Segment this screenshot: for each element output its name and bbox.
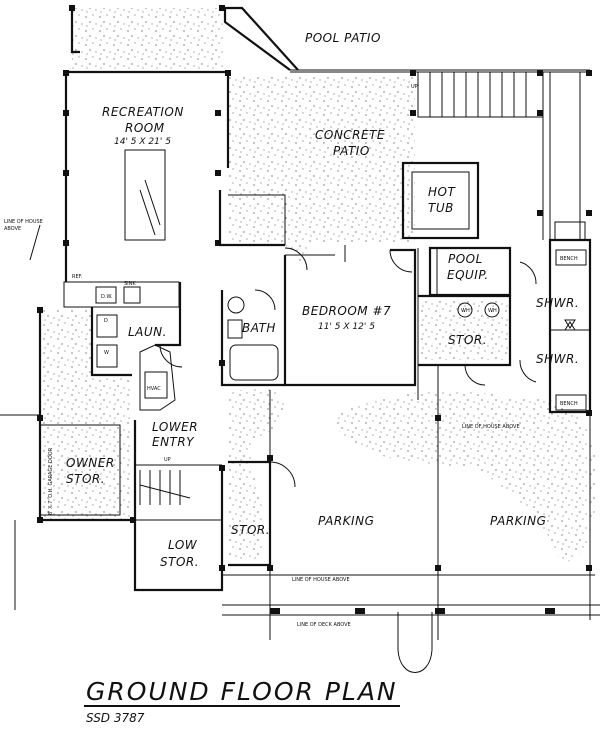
label-wh-1: WH	[461, 308, 470, 314]
label-hot: HOT	[428, 185, 456, 199]
label-hvac: HVAC	[147, 386, 161, 392]
label-parking-2: PARKING	[490, 514, 546, 528]
label-pool: POOL	[448, 252, 483, 266]
plan-subtitle: SSD 3787	[86, 711, 145, 725]
label-dw: D.W.	[101, 294, 113, 300]
label-line-deck-bottom: LINE OF DECK ABOVE	[297, 622, 351, 628]
room-labels: POOL PATIO RECREATION ROOM 14' 5 X 21' 5…	[4, 31, 579, 628]
label-bench-1: BENCH	[560, 256, 578, 262]
label-concrete: CONCRETE	[315, 128, 385, 142]
label-ref: REF.	[72, 274, 83, 280]
label-entry: ENTRY	[152, 435, 195, 449]
label-tub: TUB	[428, 201, 454, 215]
label-bedroom-dims: 11' 5 X 12' 5	[318, 322, 375, 332]
label-recreation: RECREATION	[102, 105, 184, 119]
label-parking-1: PARKING	[318, 514, 374, 528]
label-recreation-dims: 14' 5 X 21' 5	[114, 137, 171, 147]
title-block: GROUND FLOOR PLAN SSD 3787	[84, 677, 400, 725]
label-owner-stor: STOR.	[66, 472, 105, 486]
label-pool-patio: POOL PATIO	[305, 31, 381, 45]
label-sink: SINK	[124, 281, 136, 287]
label-garage-door: 8' X 7' O.H. GARAGE DOOR	[48, 447, 54, 515]
label-equip: EQUIP.	[447, 268, 489, 282]
label-low-stor: STOR.	[160, 555, 199, 569]
label-low: LOW	[168, 538, 198, 552]
posts	[37, 5, 592, 614]
label-line-house-bottom: LINE OF HOUSE ABOVE	[292, 577, 350, 583]
label-line-of-house: LINE OF HOUSE	[4, 219, 43, 225]
label-room: ROOM	[125, 121, 165, 135]
label-bath: BATH	[242, 321, 276, 335]
plan-title: GROUND FLOOR PLAN	[86, 677, 398, 706]
label-bedroom: BEDROOM #7	[302, 304, 391, 318]
label-shwr-1: SHWR.	[536, 296, 579, 310]
label-owner: OWNER	[66, 456, 115, 470]
label-up-2: UP	[164, 457, 171, 463]
label-shwr-2: SHWR.	[536, 352, 579, 366]
label-laun: LAUN.	[128, 325, 167, 339]
label-above: ABOVE	[4, 226, 21, 232]
label-up-1: UP	[411, 84, 418, 90]
label-w: W	[104, 350, 109, 356]
label-bench-2: BENCH	[560, 401, 578, 407]
label-patio: PATIO	[333, 144, 370, 158]
label-stor-right: STOR.	[448, 333, 487, 347]
label-wh-2: WH	[488, 308, 497, 314]
label-stor-small: STOR.	[231, 523, 270, 537]
concrete-areas	[40, 8, 596, 562]
label-d: D	[104, 318, 108, 324]
label-line-house-right: LINE OF HOUSE ABOVE	[462, 424, 520, 430]
label-lower: LOWER	[152, 420, 198, 434]
